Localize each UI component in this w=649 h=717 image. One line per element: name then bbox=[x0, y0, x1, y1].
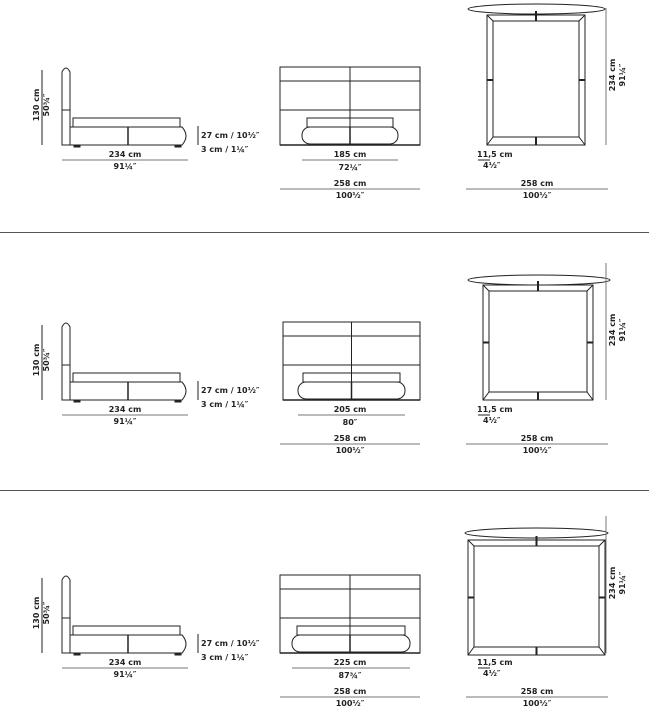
top-depth-cm-label: 234 cm bbox=[608, 566, 617, 600]
top-total-width-in-label: 100½″ bbox=[522, 446, 552, 455]
border-width-cm-label: 11,5 cm bbox=[477, 405, 513, 414]
foot bbox=[174, 652, 182, 656]
top-frame-inner bbox=[488, 290, 588, 393]
side-headboard bbox=[61, 322, 71, 401]
feet-height-label: 3 cm / 1¼″ bbox=[201, 400, 249, 409]
frame-corner bbox=[486, 136, 494, 146]
mattress-height-label: 27 cm / 10½″ bbox=[201, 386, 260, 395]
side-base bbox=[70, 381, 187, 401]
frame-corner bbox=[578, 136, 586, 146]
top-total-width-cm-label: 258 cm bbox=[520, 687, 554, 696]
row-divider bbox=[0, 490, 649, 491]
top-frame-outer bbox=[482, 284, 594, 401]
side-height-in-label: 50¾″ bbox=[42, 93, 51, 117]
border-width-in-label: 4½″ bbox=[483, 416, 501, 425]
top-total-width-in-label: 100½″ bbox=[522, 191, 552, 200]
front-mattress bbox=[296, 625, 406, 636]
frame-corner bbox=[482, 284, 490, 292]
border-width-in-label: 4½″ bbox=[483, 161, 501, 170]
front-total-width-cm-label: 258 cm bbox=[333, 434, 367, 443]
side-length-cm-label: 234 cm bbox=[108, 658, 142, 667]
side-height-in-label: 50¾″ bbox=[42, 601, 51, 625]
front-total-width-cm-label: 258 cm bbox=[333, 687, 367, 696]
frame-corner bbox=[486, 14, 494, 22]
side-height-cm-label: 130 cm bbox=[32, 88, 41, 122]
side-length-cm-label: 234 cm bbox=[108, 405, 142, 414]
side-mattress bbox=[72, 625, 181, 636]
frame-corner bbox=[467, 646, 475, 656]
side-mattress bbox=[72, 372, 181, 383]
front-total-width-in-label: 100½″ bbox=[335, 191, 365, 200]
bed-width-in-label: 80″ bbox=[342, 418, 358, 427]
side-headboard bbox=[61, 67, 71, 146]
border-width-cm-label: 11,5 cm bbox=[477, 150, 513, 159]
side-length-in-label: 91¼″ bbox=[113, 670, 137, 679]
side-length-cm-label: 234 cm bbox=[108, 150, 142, 159]
foot bbox=[73, 652, 81, 656]
frame-corner bbox=[598, 539, 606, 547]
side-length-in-label: 91¼″ bbox=[113, 417, 137, 426]
top-frame-inner bbox=[473, 545, 600, 648]
side-headboard bbox=[61, 575, 71, 654]
foot bbox=[73, 144, 81, 148]
top-depth-cm-label: 234 cm bbox=[608, 313, 617, 347]
front-base bbox=[291, 634, 411, 653]
frame-corner bbox=[482, 391, 490, 401]
top-depth-in-label: 91¼″ bbox=[618, 571, 627, 595]
foot bbox=[73, 399, 81, 403]
bed-width-in-label: 87¾″ bbox=[338, 671, 362, 680]
side-base bbox=[70, 634, 187, 654]
side-height-cm-label: 130 cm bbox=[32, 596, 41, 630]
top-frame-outer bbox=[467, 539, 606, 656]
row-divider bbox=[0, 232, 649, 233]
side-height-cm-label: 130 cm bbox=[32, 343, 41, 377]
mattress-height-label: 27 cm / 10½″ bbox=[201, 639, 260, 648]
side-height-in-label: 50¾″ bbox=[42, 348, 51, 372]
front-total-width-in-label: 100½″ bbox=[335, 699, 365, 708]
top-depth-in-label: 91¼″ bbox=[618, 318, 627, 342]
feet-height-label: 3 cm / 1¼″ bbox=[201, 145, 249, 154]
front-total-width-in-label: 100½″ bbox=[335, 446, 365, 455]
top-total-width-cm-label: 258 cm bbox=[520, 179, 554, 188]
frame-corner bbox=[598, 646, 606, 656]
top-total-width-in-label: 100½″ bbox=[522, 699, 552, 708]
side-length-in-label: 91¼″ bbox=[113, 162, 137, 171]
front-total-width-cm-label: 258 cm bbox=[333, 179, 367, 188]
top-depth-in-label: 91¼″ bbox=[618, 63, 627, 87]
top-depth-cm-label: 234 cm bbox=[608, 58, 617, 92]
top-total-width-cm-label: 258 cm bbox=[520, 434, 554, 443]
frame-corner bbox=[467, 539, 475, 547]
border-width-cm-label: 11,5 cm bbox=[477, 658, 513, 667]
mattress-height-label: 27 cm / 10½″ bbox=[201, 131, 260, 140]
top-frame-outer bbox=[486, 14, 586, 146]
frame-corner bbox=[578, 14, 586, 22]
foot bbox=[174, 144, 182, 148]
frame-corner bbox=[586, 391, 594, 401]
frame-corner bbox=[586, 284, 594, 292]
foot bbox=[174, 399, 182, 403]
border-width-in-label: 4½″ bbox=[483, 669, 501, 678]
top-frame-inner bbox=[492, 20, 580, 138]
bed-width-cm-label: 185 cm bbox=[333, 150, 367, 159]
bed-width-cm-label: 205 cm bbox=[333, 405, 367, 414]
feet-height-label: 3 cm / 1¼″ bbox=[201, 653, 249, 662]
side-base bbox=[70, 126, 187, 146]
side-mattress bbox=[72, 117, 181, 128]
bed-width-in-label: 72¼″ bbox=[338, 163, 362, 172]
bed-width-cm-label: 225 cm bbox=[333, 658, 367, 667]
